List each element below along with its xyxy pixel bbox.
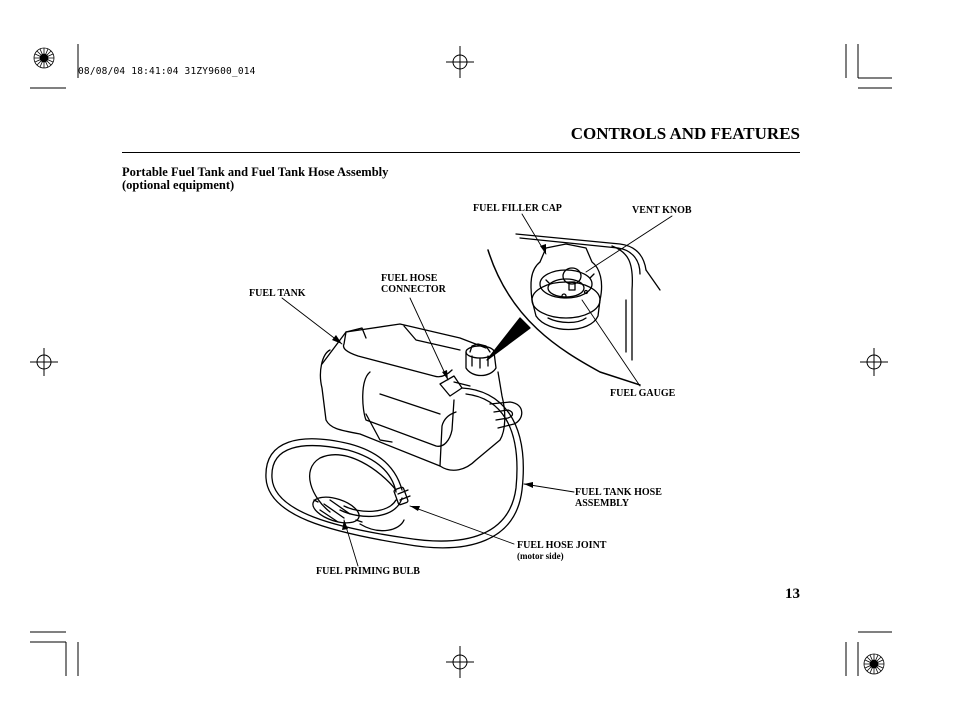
fuel-tank-hose xyxy=(265,387,524,549)
header-rule xyxy=(122,152,800,153)
label-fuel-tank-hose-assembly: FUEL TANK HOSE ASSEMBLY xyxy=(575,487,662,509)
registration-mark xyxy=(446,46,474,78)
label-fuel-hose-joint-line-1: FUEL HOSE JOINT xyxy=(517,540,607,551)
leader-arrows xyxy=(332,244,546,530)
label-vent-knob: VENT KNOB xyxy=(632,205,692,216)
label-fuel-hose-joint-sub: (motor side) xyxy=(517,551,564,561)
fuel-filler-cap xyxy=(465,343,497,377)
fuel-hose-connector xyxy=(439,375,471,397)
starburst-mark xyxy=(33,47,55,69)
section-title: CONTROLS AND FEATURES xyxy=(570,124,800,143)
label-fuel-gauge: FUEL GAUGE xyxy=(610,388,676,399)
detail-pointer xyxy=(486,317,531,361)
label-fuel-tank-hose-assembly-line-1: FUEL TANK HOSE xyxy=(575,487,662,498)
label-fuel-tank: FUEL TANK xyxy=(249,288,306,299)
label-fuel-tank-hose-assembly-line-2: ASSEMBLY xyxy=(575,498,630,509)
label-fuel-hose-connector-line-2: CONNECTOR xyxy=(381,284,446,295)
heading-line-1: Portable Fuel Tank and Fuel Tank Hose As… xyxy=(122,165,389,179)
label-fuel-hose-connector-line-1: FUEL HOSE xyxy=(381,273,438,284)
label-fuel-priming-bulb: FUEL PRIMING BULB xyxy=(316,566,420,577)
print-meta: 08/08/04 18:41:04 31ZY9600_014 xyxy=(78,66,256,77)
registration-mark xyxy=(446,646,474,678)
heading-line-2: (optional equipment) xyxy=(122,178,235,192)
fuel-filler-cap-detail xyxy=(530,243,603,331)
label-fuel-filler-cap: FUEL FILLER CAP xyxy=(473,203,562,214)
registration-mark xyxy=(30,348,58,376)
detail-tank-top xyxy=(515,233,661,361)
section-heading: Portable Fuel Tank and Fuel Tank Hose As… xyxy=(122,166,388,192)
label-fuel-hose-connector: FUEL HOSE CONNECTOR xyxy=(381,273,446,295)
page-number: 13 xyxy=(785,586,800,602)
starburst-mark xyxy=(863,653,885,675)
fuel-hose-joint xyxy=(393,486,411,506)
detail-arc xyxy=(487,249,641,386)
registration-mark xyxy=(860,348,888,376)
leader-lines xyxy=(281,213,673,567)
fuel-priming-bulb xyxy=(312,496,363,524)
label-fuel-hose-joint: FUEL HOSE JOINT (motor side) xyxy=(517,540,606,562)
